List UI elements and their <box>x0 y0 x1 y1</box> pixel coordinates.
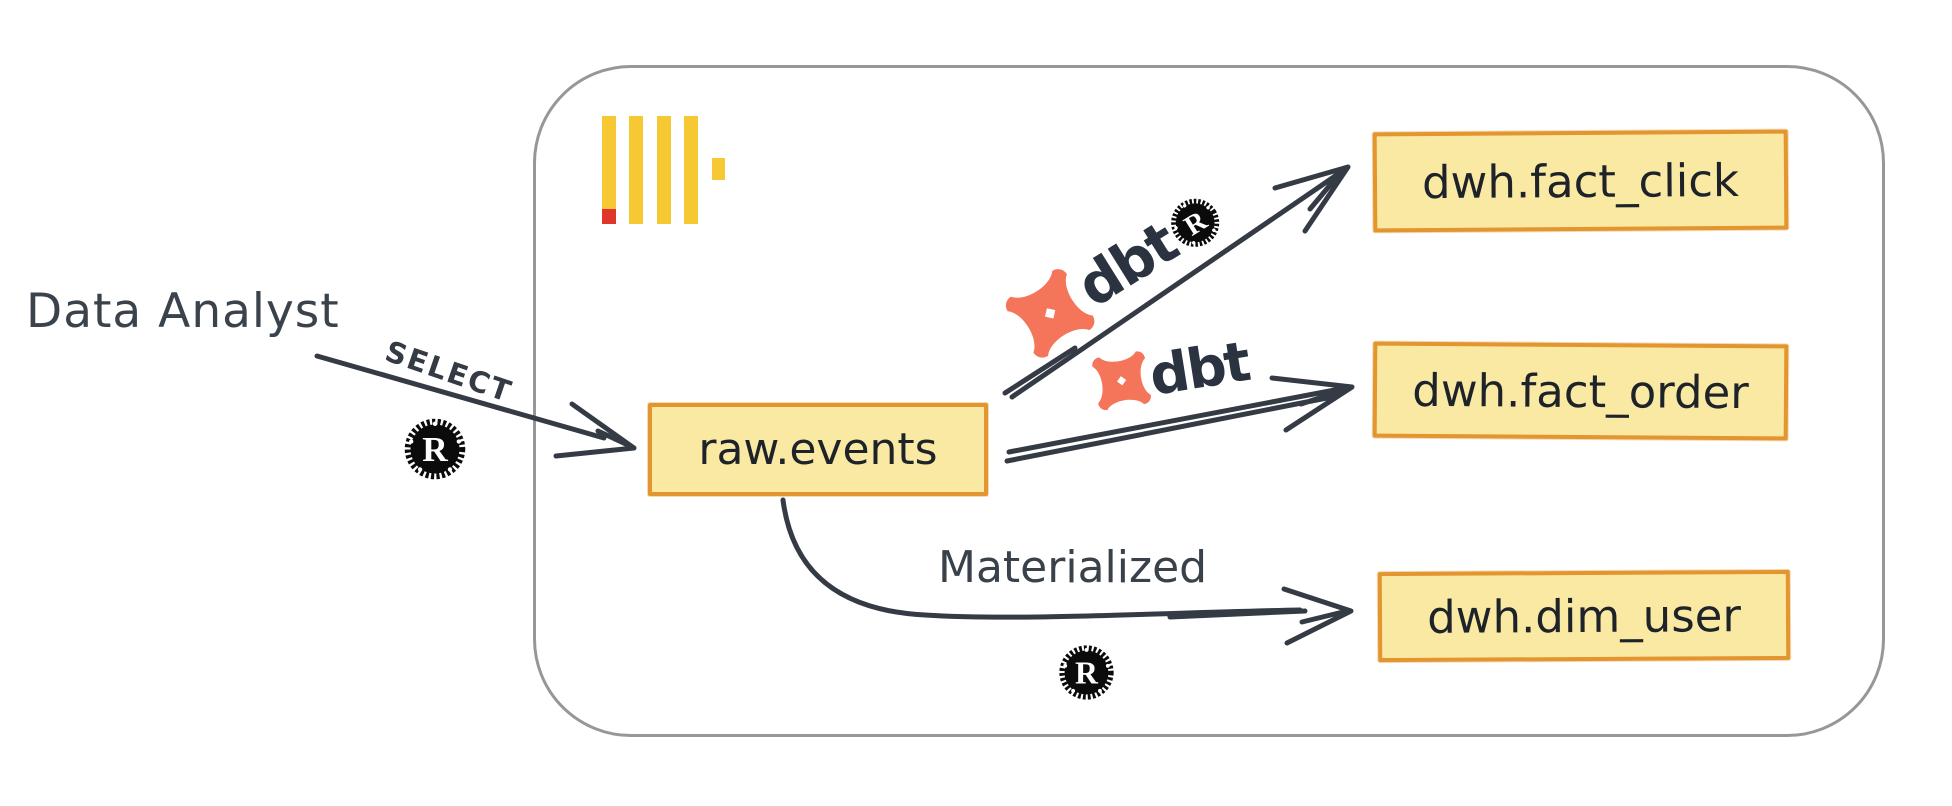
materialized-edge-label: Materialized <box>938 542 1208 593</box>
dbt-icon <box>1092 351 1151 411</box>
clickhouse-bar <box>602 116 616 224</box>
dbt-wordmark: dbt <box>1145 328 1253 408</box>
clickhouse-red-accent <box>602 209 616 224</box>
clickhouse-bar <box>629 116 643 224</box>
node-dwh-fact-order: dwh.fact_order <box>1372 341 1789 441</box>
clickhouse-bar <box>657 116 671 224</box>
node-dwh-fact-click: dwh.fact_click <box>1372 129 1789 233</box>
dbt-badge-middle: dbt <box>1087 321 1255 425</box>
rust-logo: R <box>1059 645 1114 700</box>
dbt-icon <box>1005 269 1095 358</box>
node-dwh-dim-user: dwh.dim_user <box>1377 569 1791 663</box>
rust-letter: R <box>1075 655 1099 690</box>
rust-logo: R <box>404 418 466 480</box>
clickhouse-bar <box>684 116 698 224</box>
node-raw-events: raw.events <box>648 403 988 496</box>
rust-letter: R <box>422 429 448 469</box>
clickhouse-small-bar <box>712 158 725 180</box>
actor-label: Data Analyst <box>26 284 340 339</box>
rust-logo: R <box>1171 198 1220 247</box>
dbt-rust-badge-upper: dbt R <box>996 174 1240 369</box>
select-edge-label: SELECT <box>380 334 517 410</box>
